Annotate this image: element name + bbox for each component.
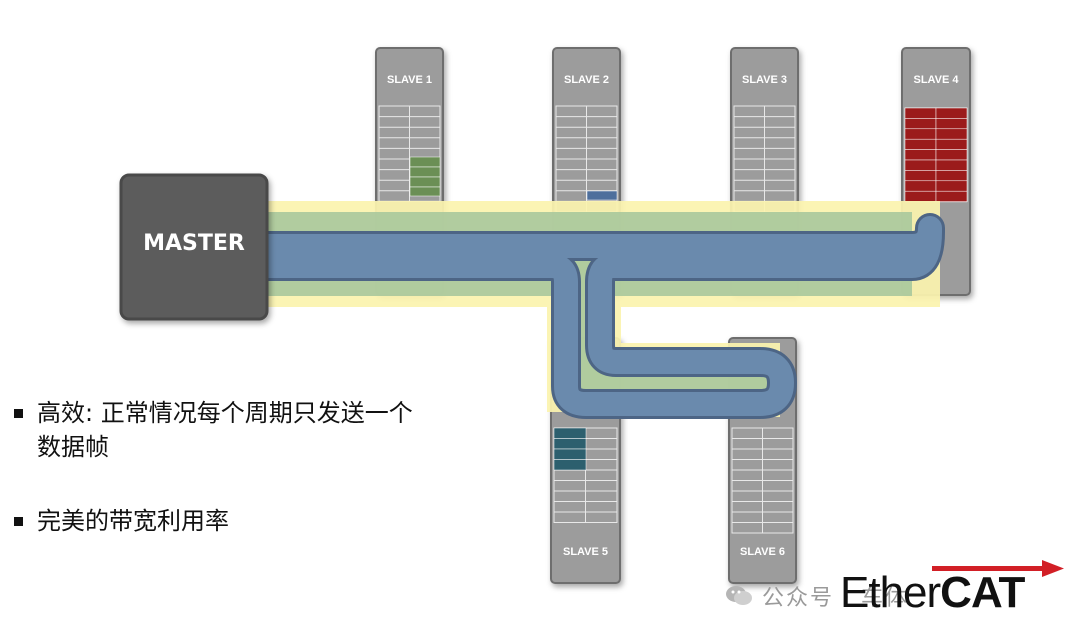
slave-5-data-block — [553, 427, 587, 439]
slave-4-data-block — [935, 138, 968, 150]
slave-3-label: SLAVE 3 — [742, 74, 787, 86]
slave-1-data-block — [409, 186, 441, 197]
slave-5-data-block — [553, 438, 587, 450]
watermark: 公众号 · 车体 — [724, 576, 1064, 616]
slave-4-data-block — [904, 128, 937, 140]
logo-text-bold: CAT — [940, 568, 1025, 617]
slave-2-label: SLAVE 2 — [564, 74, 609, 86]
slave-4-data-block — [935, 159, 968, 171]
bullet-list: 高效: 正常情况每个周期只发送一个数据帧 完美的带宽利用率 — [14, 396, 434, 538]
bullet-text-2: 完美的带宽利用率 — [37, 507, 229, 535]
slave-4-data-block — [904, 180, 937, 192]
bullet-item: 完美的带宽利用率 — [14, 504, 434, 538]
master-label: MASTER — [143, 231, 245, 256]
frame-path — [268, 201, 945, 419]
slave-1-label: SLAVE 1 — [387, 74, 432, 86]
slave-4-data-block — [935, 149, 968, 161]
slave-4-data-block — [904, 170, 937, 182]
logo-text: EtherCAT — [840, 568, 1025, 618]
slave-4-data-block — [935, 128, 968, 140]
ethercat-logo: EtherCAT — [836, 560, 1072, 620]
master: MASTER — [119, 173, 269, 321]
register-grids — [378, 105, 968, 534]
watermark-text: 公众号 · 车体 — [762, 586, 909, 611]
slave-5-label: SLAVE 5 — [563, 546, 608, 558]
slave-4-data-block — [935, 190, 968, 202]
slave-6-label: SLAVE 6 — [740, 546, 785, 558]
slave-1-data-block — [409, 176, 441, 188]
slave-4-data-block — [904, 190, 937, 202]
slave-4-data-block — [904, 159, 937, 171]
bullet-item: 高效: 正常情况每个周期只发送一个数据帧 — [14, 396, 434, 464]
slave-4-label: SLAVE 4 — [913, 74, 959, 86]
bullet-square-icon — [14, 409, 23, 418]
logo-text-regular: Ether — [840, 568, 941, 617]
slave-4-data-block — [904, 149, 937, 161]
slave-4-data-block — [904, 118, 937, 130]
bullet-text-1: 高效: 正常情况每个周期只发送一个数据帧 — [37, 399, 413, 461]
slave-1-data-block — [409, 166, 441, 178]
slave-4-data-block — [935, 118, 968, 130]
slave-4-data-block — [904, 107, 937, 119]
slave-4-data-block — [935, 180, 968, 192]
slave-1-data-block — [409, 156, 441, 168]
bullet-square-icon — [14, 517, 23, 526]
logo-arrow-icon — [932, 560, 1064, 577]
slave-2-data-block — [586, 190, 618, 201]
slave-5-data-block — [553, 459, 587, 471]
register-border — [731, 427, 794, 534]
slave-5-data-block — [553, 448, 587, 460]
slave-4-data-block — [935, 170, 968, 182]
slave-4-data-block — [904, 138, 937, 150]
wechat-icon — [726, 586, 752, 605]
slave-4-data-block — [935, 107, 968, 119]
